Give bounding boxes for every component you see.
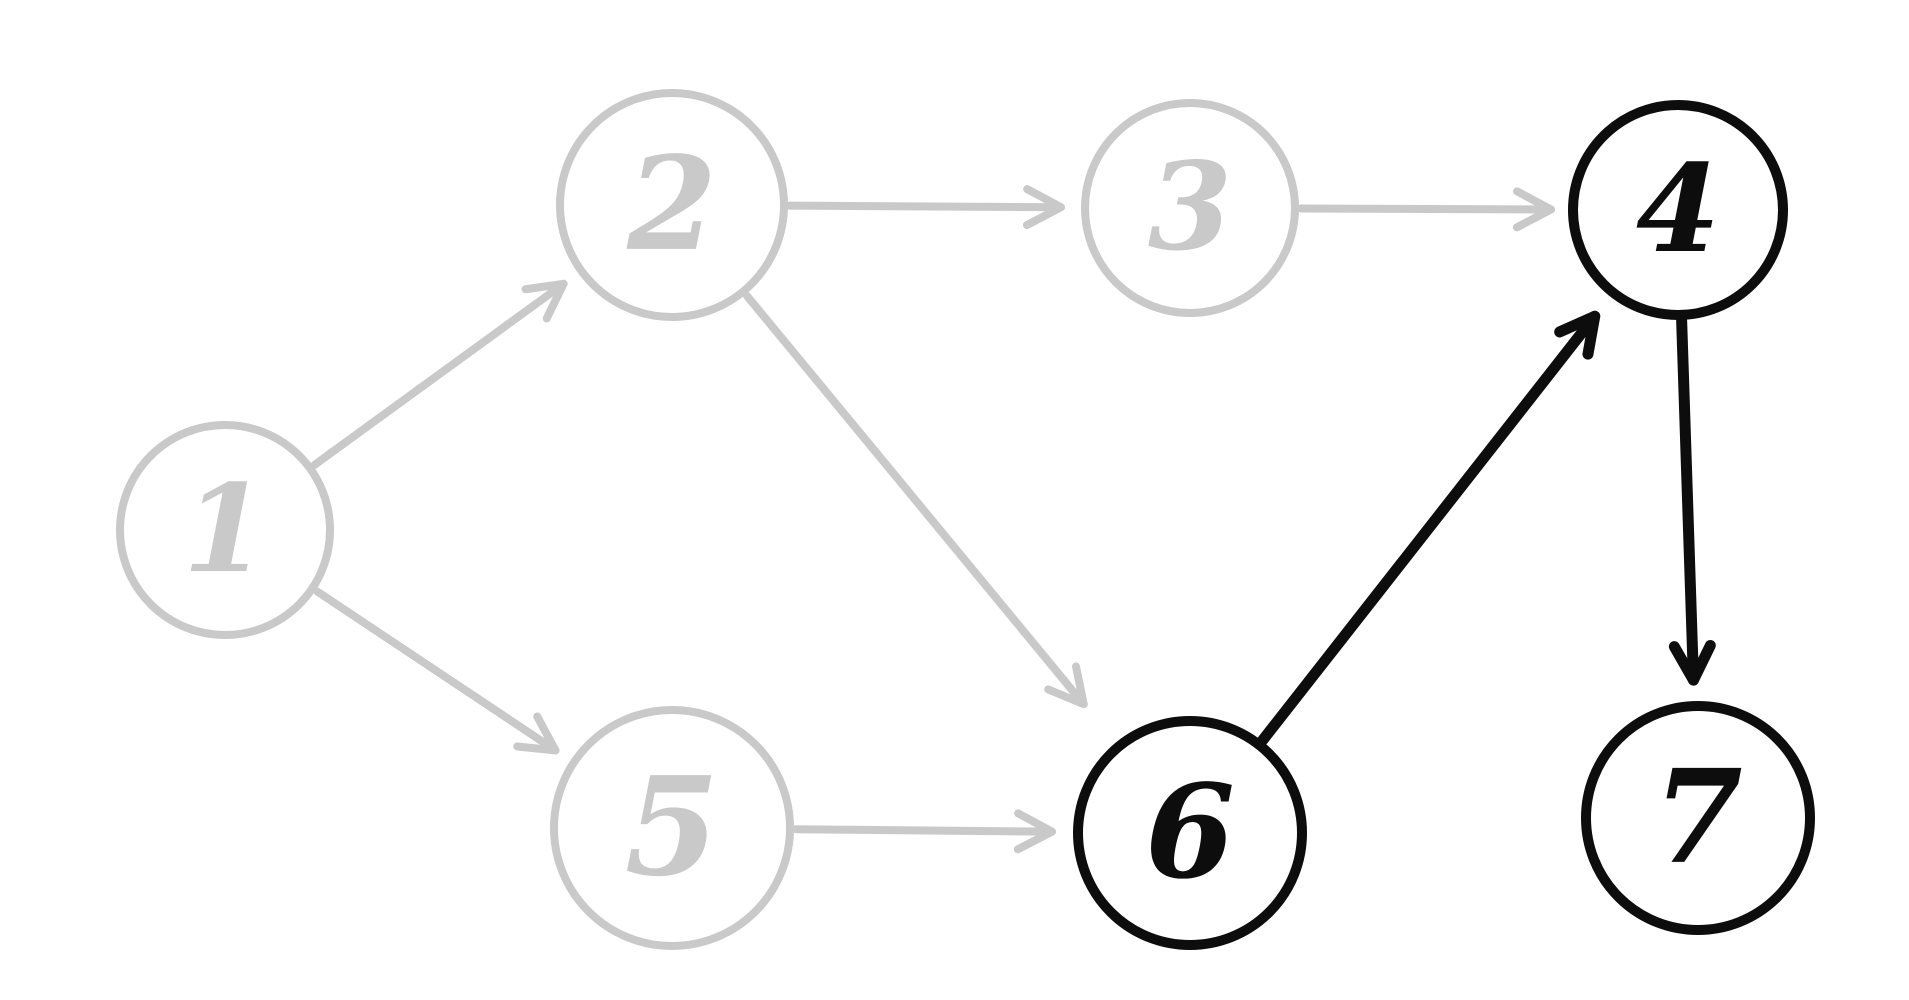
node-5: 5 [550,706,794,950]
node-5-circle [550,706,794,950]
node-7-label: 7 [1653,742,1743,893]
edge-2-3 [785,185,1066,230]
node-3: 3 [1081,99,1299,317]
node-3-circle [1081,99,1299,317]
node-7-circle [1581,701,1815,935]
nodes-layer: 1 2 3 4 5 6 7 [116,89,1815,950]
node-1-circle [116,421,334,639]
node-3-label: 3 [1148,135,1232,278]
edge-6-4 [1257,310,1601,746]
node-2-label: 2 [626,129,717,280]
node-1: 1 [116,421,334,639]
node-2: 2 [556,89,788,321]
edge-1-5 [313,587,560,755]
edge-5-6 [791,809,1057,854]
node-2-circle [556,89,788,321]
node-6: 6 [1073,716,1307,950]
node-4-circle [1568,100,1788,320]
edges-layer [310,185,1716,854]
node-1-label: 1 [183,457,267,600]
node-6-label: 6 [1145,757,1235,908]
edge-3-4 [1296,187,1556,232]
edge-4-7 [1668,315,1716,686]
edge-2-6 [743,292,1088,709]
node-6-circle [1073,716,1307,950]
node-4-label: 4 [1636,137,1720,280]
edge-1-2 [310,279,568,469]
node-4: 4 [1568,100,1788,320]
node-5-label: 5 [625,747,720,907]
node-7: 7 [1581,701,1815,935]
